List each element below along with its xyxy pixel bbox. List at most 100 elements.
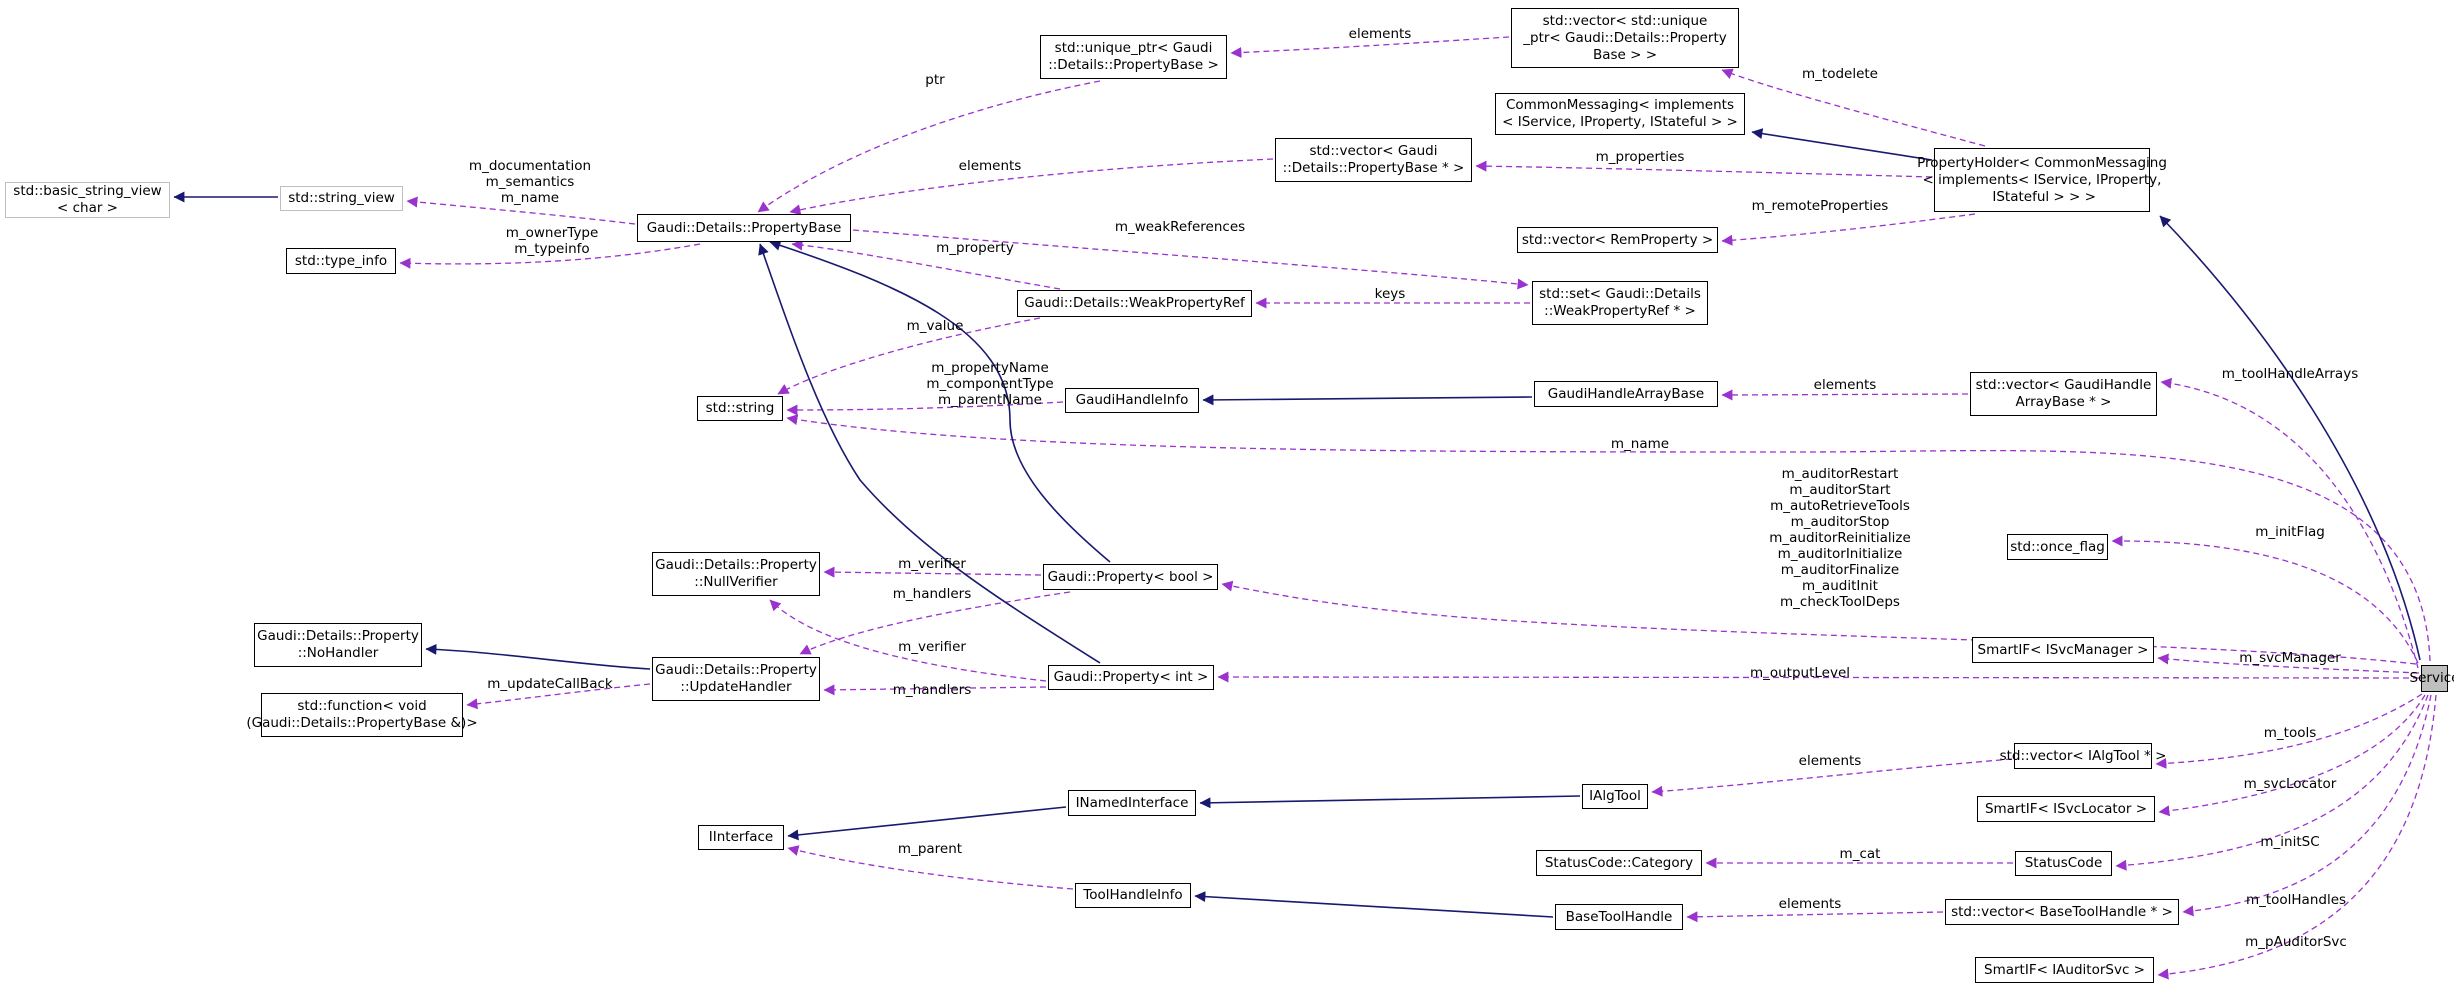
class-node-vec-remote[interactable]: std::vector< RemProperty >	[1517, 227, 1718, 253]
usage-edge-vec-handle-array-to-handle-array-base	[1721, 389, 1969, 401]
edge-label-prop-bool-to-update-handler: m_handlers	[893, 586, 972, 602]
inheritance-edge-base-tool-handle-to-tool-handle-info	[1194, 891, 1554, 918]
usage-edge-prop-holder-to-vec-propbase	[1475, 160, 1933, 178]
edge-label-service-to-once-flag: m_initFlag	[2255, 524, 2325, 540]
inheritance-edge-update-handler-to-no-handler	[425, 643, 651, 670]
edge-label-tool-handle-info-to-iinterface: m_parent	[898, 841, 962, 857]
edge-label-service-to-prop-int: m_outputLevel	[1750, 665, 1850, 681]
usage-edge-weak-ref-to-property-base	[791, 239, 1061, 290]
edge-label-prop-int-to-update-handler: m_handlers	[893, 682, 972, 698]
class-node-basic-string-view[interactable]: std::basic_string_view < char >	[5, 182, 170, 218]
class-node-type-info[interactable]: std::type_info	[286, 248, 396, 274]
class-node-vec-handle-array[interactable]: std::vector< GaudiHandle ArrayBase * >	[1970, 372, 2157, 416]
class-node-property-base[interactable]: Gaudi::Details::PropertyBase	[637, 214, 851, 242]
usage-edge-service-to-vec-algtool	[2155, 693, 2423, 769]
class-node-std-function[interactable]: std::function< void (Gaudi::Details::Pro…	[246, 693, 478, 737]
usage-edge-prop-holder-to-vec-remote	[1721, 213, 1976, 246]
usage-edge-prop-int-to-null-verifier	[769, 599, 1047, 682]
class-node-vec-unique[interactable]: std::vector< std::unique _ptr< Gaudi::De…	[1511, 8, 1739, 68]
class-node-vec-algtool[interactable]: std::vector< IAlgTool * >	[2000, 743, 2166, 769]
edge-label-prop-bool-to-null-verifier: m_verifier	[898, 556, 966, 572]
edge-label-prop-int-to-null-verifier: m_verifier	[898, 639, 966, 655]
class-node-prop-int[interactable]: Gaudi::Property< int >	[1048, 665, 1214, 690]
usage-edge-vec-propbase-to-property-base	[789, 158, 1274, 216]
usage-edge-service-to-prop-int	[1217, 671, 2420, 683]
class-node-vec-propbase[interactable]: std::vector< Gaudi ::Details::PropertyBa…	[1275, 138, 1472, 182]
class-node-prop-bool[interactable]: Gaudi::Property< bool >	[1043, 564, 1218, 590]
edge-label-service-to-smartif-locator: m_svcLocator	[2244, 776, 2337, 792]
usage-edge-vec-algtool-to-ialgtool	[1651, 758, 2013, 797]
class-node-smartif-locator[interactable]: SmartIF< ISvcLocator >	[1977, 796, 2155, 822]
edge-label-unique-ptr-to-property-base: ptr	[925, 72, 945, 88]
edge-label-prop-holder-to-vec-propbase: m_properties	[1596, 149, 1685, 165]
usage-edge-prop-int-to-update-handler	[823, 684, 1047, 696]
class-node-smartif-svcmgr[interactable]: SmartIF< ISvcManager >	[1972, 637, 2154, 663]
edge-label-service-to-smartif-svcmgr: m_svcManager	[2239, 650, 2341, 666]
usage-edge-service-to-smartif-auditor	[2157, 694, 2437, 980]
class-node-status-code[interactable]: StatusCode	[2015, 851, 2112, 876]
usage-edge-service-to-once-flag	[2111, 535, 2419, 664]
usage-edge-service-to-smartif-locator	[2158, 694, 2426, 817]
edge-label-service-to-smartif-auditor: m_pAuditorSvc	[2245, 934, 2347, 950]
edge-label-service-to-vec-algtool: m_tools	[2264, 725, 2317, 741]
edge-label-vec-unique-to-unique-ptr: elements	[1349, 26, 1412, 42]
edge-label-service-to-status-code: m_initSC	[2260, 834, 2319, 850]
class-node-base-tool-handle[interactable]: BaseToolHandle	[1555, 904, 1683, 930]
inheritance-edge-inamed-to-iinterface	[787, 806, 1067, 841]
edge-label-set-weak-to-weak-ref: keys	[1375, 286, 1406, 302]
class-node-prop-holder[interactable]: PropertyHolder< CommonMessaging < implem…	[1917, 148, 2167, 212]
edge-label-vec-basetool-to-base-tool-handle: elements	[1779, 896, 1842, 912]
edge-label-vec-propbase-to-property-base: elements	[959, 158, 1022, 174]
edge-label-status-code-to-status-category: m_cat	[1840, 846, 1881, 862]
class-node-iinterface[interactable]: IInterface	[698, 825, 784, 850]
edge-label-service-to-vec-basetool: m_toolHandles	[2246, 892, 2346, 908]
class-node-set-weak[interactable]: std::set< Gaudi::Details ::WeakPropertyR…	[1532, 281, 1708, 325]
usage-edge-service-to-smartif-svcmgr	[2157, 653, 2420, 674]
edge-label-service-to-vec-handle-array: m_toolHandleArrays	[2222, 366, 2358, 382]
usage-edge-service-to-prop-bool	[1221, 580, 2417, 665]
edge-label-vec-algtool-to-ialgtool: elements	[1799, 753, 1862, 769]
usage-edge-prop-holder-to-vec-unique	[1721, 68, 1986, 147]
class-node-update-handler[interactable]: Gaudi::Details::Property ::UpdateHandler	[652, 657, 820, 701]
class-node-unique-ptr[interactable]: std::unique_ptr< Gaudi ::Details::Proper…	[1040, 35, 1227, 79]
class-node-std-string[interactable]: std::string	[697, 396, 783, 421]
inheritance-edge-service-to-prop-holder	[2159, 215, 2421, 661]
inheritance-edge-ialgtool-to-inamed	[1199, 795, 1581, 809]
class-node-ialgtool[interactable]: IAlgTool	[1582, 784, 1648, 809]
usage-edge-update-handler-to-std-function	[466, 683, 651, 710]
inheritance-edge-handle-array-base-to-handle-info	[1202, 394, 1533, 406]
class-node-null-verifier[interactable]: Gaudi::Details::Property ::NullVerifier	[652, 552, 820, 596]
class-node-once-flag[interactable]: std::once_flag	[2007, 534, 2108, 560]
class-node-vec-basetool[interactable]: std::vector< BaseToolHandle * >	[1945, 899, 2179, 925]
class-node-handle-array-base[interactable]: GaudiHandleArrayBase	[1534, 381, 1718, 407]
edge-label-prop-holder-to-vec-unique: m_todelete	[1802, 66, 1878, 82]
class-node-tool-handle-info[interactable]: ToolHandleInfo	[1075, 883, 1191, 908]
class-node-string-view[interactable]: std::string_view	[280, 186, 403, 211]
class-node-smartif-auditor[interactable]: SmartIF< IAuditorSvc >	[1975, 957, 2154, 983]
edge-label-property-base-to-set-weak: m_weakReferences	[1115, 219, 1245, 235]
class-node-no-handler[interactable]: Gaudi::Details::Property ::NoHandler	[254, 623, 422, 667]
class-node-inamed[interactable]: INamedInterface	[1068, 790, 1196, 816]
usage-edge-tool-handle-info-to-iinterface	[787, 845, 1074, 890]
class-node-weak-ref[interactable]: Gaudi::Details::WeakPropertyRef	[1017, 290, 1252, 317]
usage-edge-property-base-to-set-weak	[852, 229, 1529, 290]
class-node-common-messaging[interactable]: CommonMessaging< implements < IService, …	[1495, 93, 1745, 135]
usage-edge-service-to-vec-basetool	[2182, 694, 2432, 917]
class-node-status-category[interactable]: StatusCode::Category	[1536, 850, 1702, 876]
usage-edge-service-to-status-code	[2115, 694, 2429, 871]
usage-edge-property-base-to-string-view	[406, 196, 636, 225]
usage-edge-unique-ptr-to-property-base	[757, 80, 1101, 213]
usage-edge-prop-bool-to-update-handler	[799, 591, 1071, 655]
class-node-handle-info[interactable]: GaudiHandleInfo	[1065, 388, 1199, 413]
edge-label-service-to-std-string: m_name	[1611, 436, 1669, 452]
inheritance-edge-prop-int-to-property-base	[758, 243, 1101, 664]
edge-label-update-handler-to-std-function: m_updateCallBack	[487, 676, 613, 692]
class-node-service[interactable]: Service	[2410, 665, 2454, 692]
edge-label-prop-holder-to-vec-remote: m_remoteProperties	[1752, 198, 1889, 214]
